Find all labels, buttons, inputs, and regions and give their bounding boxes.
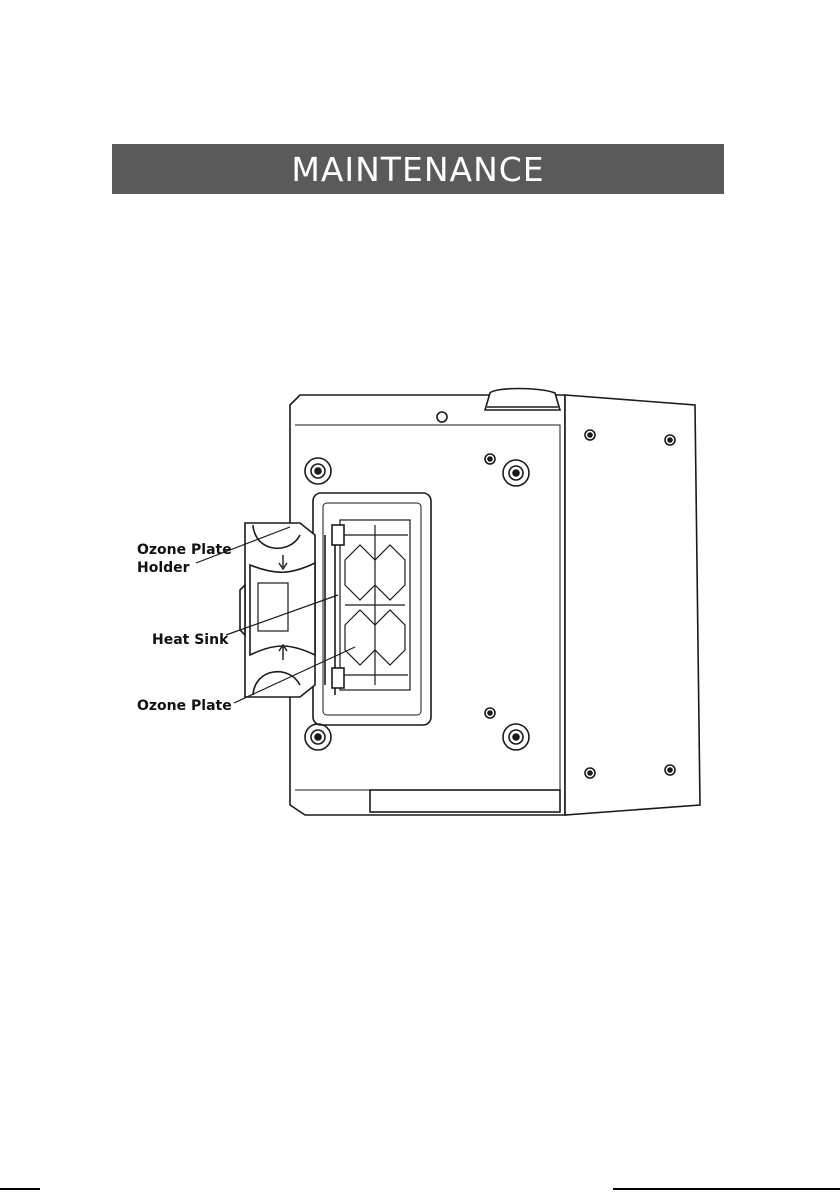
section-banner: MAINTENANCE	[112, 144, 724, 194]
housing-panel	[290, 395, 565, 815]
callout-heat-sink: Heat Sink	[152, 631, 228, 649]
section-title: MAINTENANCE	[291, 150, 544, 189]
callout-ozone-plate-holder-line2: Holder	[137, 559, 232, 577]
callout-ozone-plate-holder: Ozone Plate Holder	[137, 541, 232, 577]
footer-rule-left	[0, 1188, 40, 1190]
ozone-plate-grid	[340, 520, 410, 690]
footer-rule-right	[613, 1188, 840, 1190]
bottom-rail	[370, 790, 560, 812]
mounting-plate	[565, 395, 700, 815]
ozone-unit-diagram	[130, 385, 710, 825]
plate-holder-clip	[240, 523, 344, 697]
callout-ozone-plate: Ozone Plate	[137, 697, 232, 715]
housing-screws	[305, 454, 529, 750]
callout-ozone-plate-holder-line1: Ozone Plate	[137, 541, 232, 559]
